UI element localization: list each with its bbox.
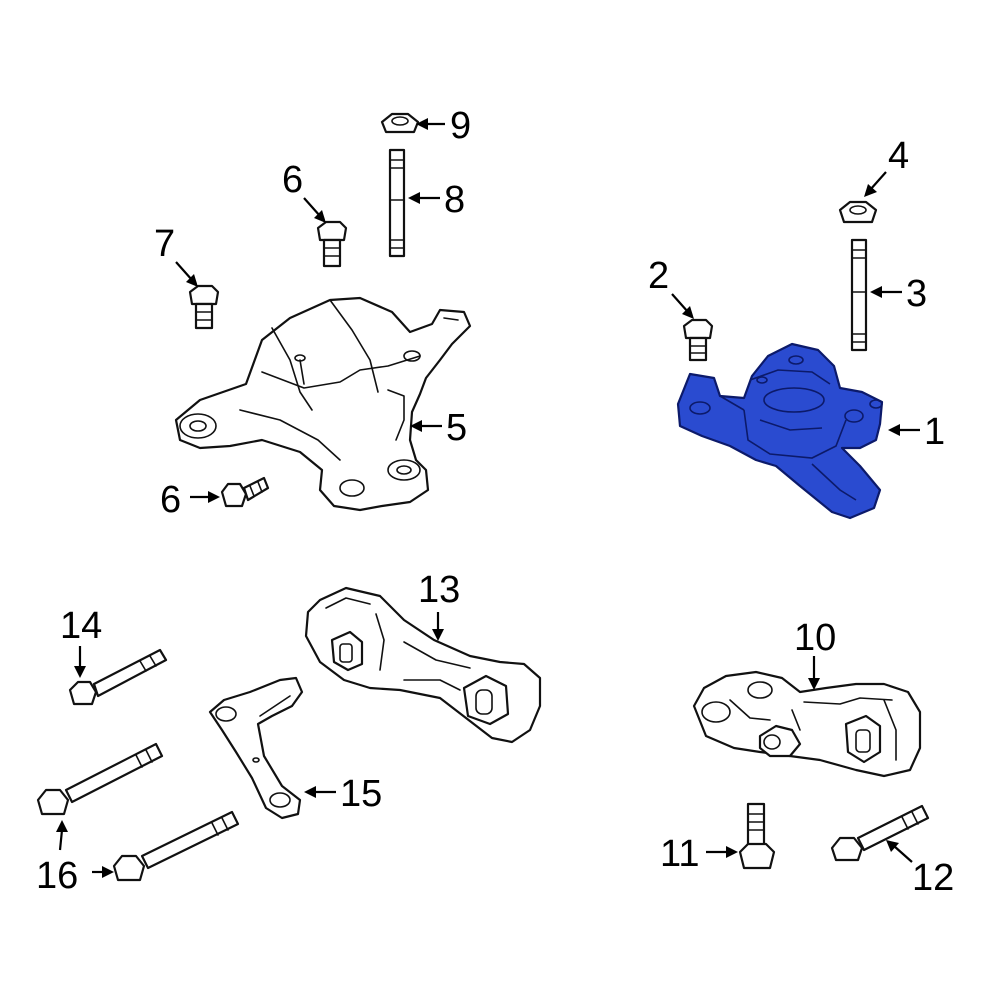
callout-16: 16	[36, 855, 78, 897]
part-5-mount-bracket[interactable]	[174, 296, 472, 512]
part-1-engine-mount[interactable]	[676, 342, 884, 520]
callout-5-arrow	[410, 420, 442, 432]
callout-13: 13	[418, 569, 460, 611]
callout-16-arrows	[56, 820, 114, 878]
callout-8-arrow	[408, 192, 440, 204]
part-16-bolt-upper[interactable]	[36, 742, 164, 816]
callout-11-arrow	[706, 846, 738, 858]
callout-11: 11	[660, 833, 699, 875]
part-11-bolt[interactable]	[738, 802, 776, 870]
callout-9: 9	[450, 105, 471, 147]
part-4-nut[interactable]	[838, 200, 878, 224]
callout-6-lower: 6	[160, 479, 181, 521]
part-3-stud[interactable]	[850, 238, 868, 352]
callout-1-arrow	[888, 424, 920, 436]
part-13-torque-rod[interactable]	[304, 586, 542, 744]
part-6-bolt-lower[interactable]	[220, 476, 270, 508]
callout-14-arrow	[74, 646, 86, 678]
callout-6-upper: 6	[282, 159, 303, 201]
callout-10: 10	[794, 617, 836, 659]
callout-3: 3	[906, 273, 927, 315]
part-6-bolt-upper[interactable]	[316, 220, 348, 268]
part-14-bolt[interactable]	[68, 648, 168, 706]
part-10-rear-mount[interactable]	[692, 670, 922, 778]
callout-13-arrow	[432, 612, 444, 641]
callout-1: 1	[924, 411, 945, 453]
callout-7: 7	[154, 223, 175, 265]
callout-3-arrow	[870, 286, 902, 298]
part-2-bolt[interactable]	[682, 318, 714, 362]
callout-6b-arrow	[190, 491, 220, 503]
part-8-stud[interactable]	[388, 148, 406, 258]
callout-12-arrow	[886, 840, 913, 863]
callout-4: 4	[888, 135, 909, 177]
callout-15-arrow	[304, 786, 336, 798]
callout-4-arrow	[864, 171, 887, 197]
callout-10-arrow	[808, 656, 820, 690]
part-7-bolt[interactable]	[188, 284, 220, 330]
callout-9-arrow	[416, 118, 445, 130]
part-15-bracket[interactable]	[208, 676, 304, 820]
part-12-bolt[interactable]	[830, 804, 930, 862]
callout-2-arrow	[671, 293, 694, 319]
part-16-bolt-lower[interactable]	[112, 810, 240, 882]
callout-2: 2	[648, 255, 669, 297]
callout-5: 5	[446, 407, 467, 449]
part-9-nut[interactable]	[380, 112, 420, 134]
callout-6a-arrow	[303, 197, 326, 223]
callout-8: 8	[444, 179, 465, 221]
callout-7-arrow	[175, 261, 198, 287]
callout-12: 12	[912, 857, 954, 899]
callout-14: 14	[60, 605, 102, 647]
callout-15: 15	[340, 773, 382, 815]
